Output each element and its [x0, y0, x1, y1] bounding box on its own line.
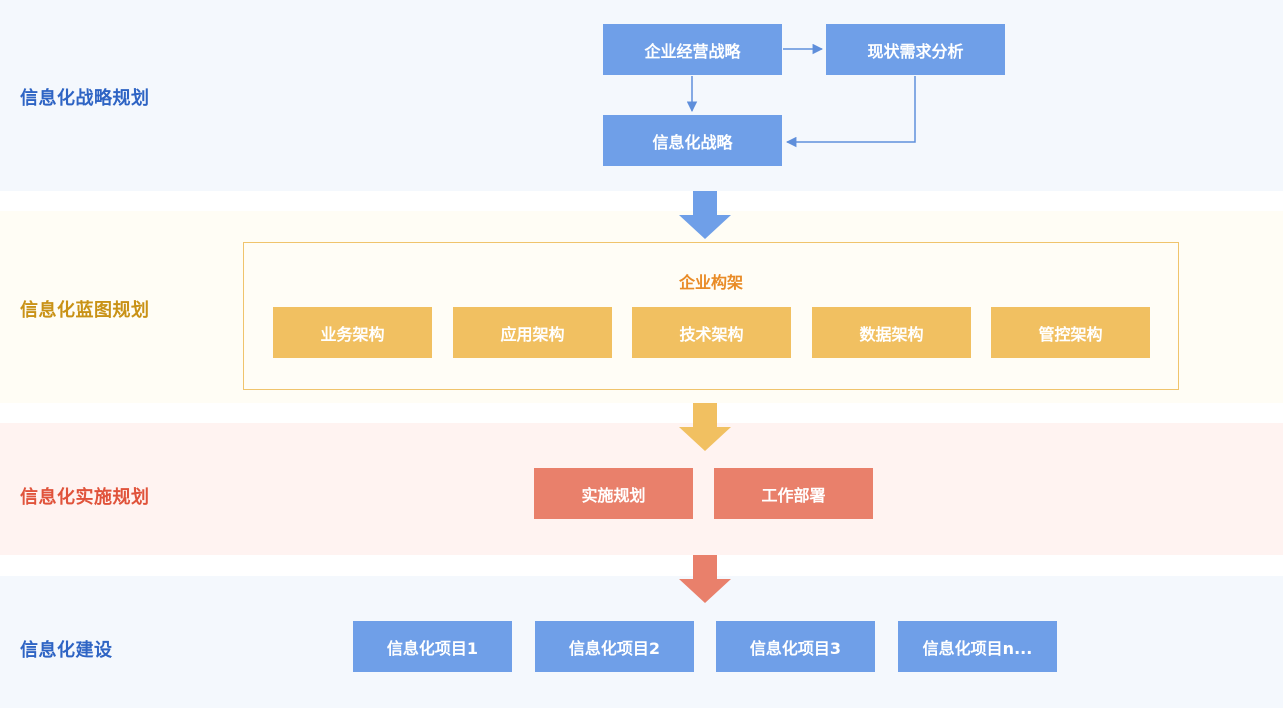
- stage-label-construction: 信息化建设: [20, 640, 113, 661]
- stage-label-strategy: 信息化战略规划: [20, 88, 150, 109]
- node-it-project-n: 信息化项目n...: [898, 621, 1057, 672]
- stage-label-implementation: 信息化实施规划: [20, 487, 150, 508]
- node-it-project-1: 信息化项目1: [353, 621, 512, 672]
- flow-arrow-strategy-to-blueprint: [679, 191, 731, 239]
- connector-needs-to-it-strategy: [785, 76, 916, 148]
- node-it-project-3: 信息化项目3: [716, 621, 875, 672]
- node-technology-architecture: 技术架构: [632, 307, 791, 358]
- strategy-band: 信息化战略规划 企业经营战略 现状需求分析 信息化战略: [0, 0, 1283, 191]
- node-enterprise-strategy: 企业经营战略: [603, 24, 782, 75]
- node-governance-architecture: 管控架构: [991, 307, 1150, 358]
- node-it-strategy: 信息化战略: [603, 115, 782, 166]
- node-application-architecture: 应用架构: [453, 307, 612, 358]
- implementation-band: 信息化实施规划 实施规划 工作部署: [0, 423, 1283, 555]
- stage-label-blueprint: 信息化蓝图规划: [20, 300, 150, 321]
- node-business-architecture: 业务架构: [273, 307, 432, 358]
- node-data-architecture: 数据架构: [812, 307, 971, 358]
- construction-band: 信息化建设 信息化项目1 信息化项目2 信息化项目3 信息化项目n...: [0, 576, 1283, 708]
- node-implementation-plan: 实施规划: [534, 468, 693, 519]
- node-work-deployment: 工作部署: [714, 468, 873, 519]
- enterprise-architecture-title: 企业构架: [678, 273, 743, 292]
- node-current-needs: 现状需求分析: [826, 24, 1005, 75]
- flow-arrow-implementation-to-construction: [679, 555, 731, 603]
- node-it-project-2: 信息化项目2: [535, 621, 694, 672]
- flow-arrow-blueprint-to-implementation: [679, 403, 731, 451]
